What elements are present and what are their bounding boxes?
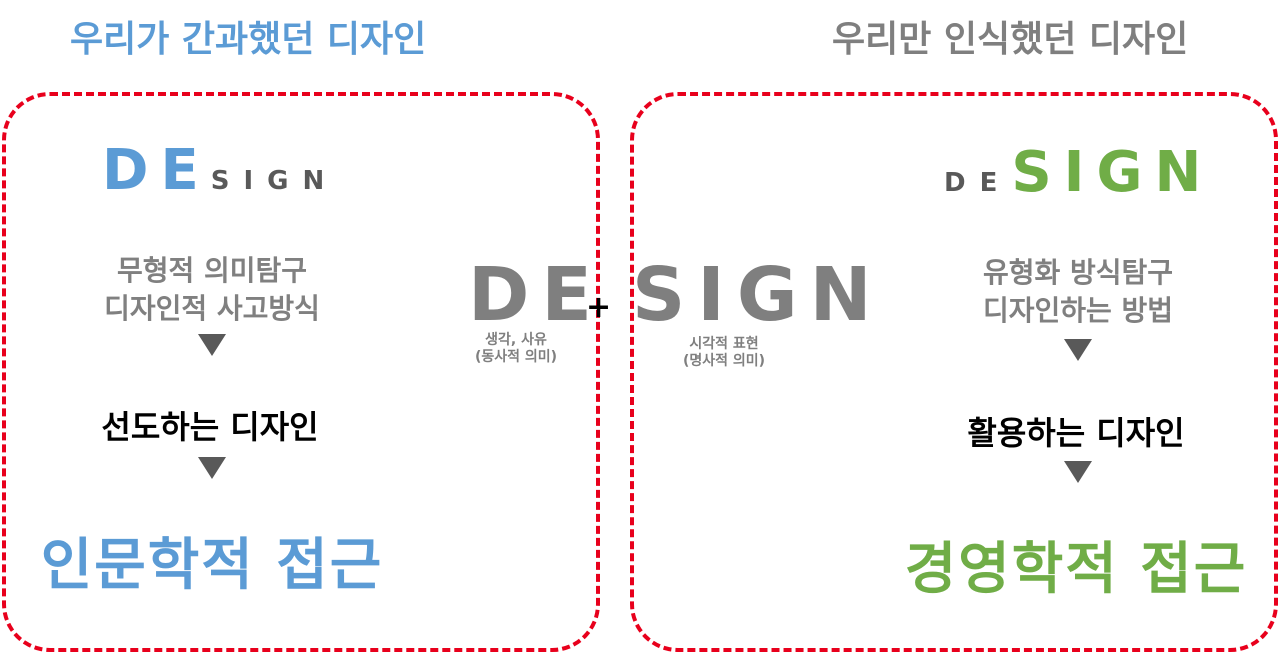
down-arrow-icon (198, 334, 226, 356)
down-arrow-icon (198, 457, 226, 479)
sign-caption: 시각적 표현 (명사적 의미) (683, 336, 765, 370)
right-approach: 경영학적 접근 (904, 537, 1248, 602)
de-caption-line2: (동사적 의미) (474, 349, 558, 365)
sign-caption-line1: 시각적 표현 (689, 336, 759, 352)
left-heading: 우리가 간과했던 디자인 (70, 19, 427, 60)
left-desc-line2: 디자인적 사고방식 (104, 292, 320, 325)
right-logo-sign: SIGN (1011, 140, 1214, 205)
right-mid-label: 활용하는 디자인 (967, 414, 1185, 452)
right-desc-line2: 디자인하는 방법 (982, 294, 1174, 327)
right-heading: 우리만 인식했던 디자인 (832, 19, 1189, 60)
right-description: 유형화 방식탐구 디자인하는 방법 (983, 254, 1173, 330)
de-caption-line1: 생각, 사유 (485, 332, 547, 348)
center-sign: SIGN (632, 252, 884, 338)
right-logo-de: DE (944, 168, 1012, 198)
left-logo-sign: SIGN (210, 166, 339, 196)
sign-caption-line2: (명사적 의미) (682, 353, 766, 369)
left-desc-line1: 무형적 의미탐구 (116, 254, 308, 287)
right-desc-line1: 유형화 방식탐구 (982, 256, 1174, 289)
left-logo-de: DE (102, 138, 211, 203)
left-description: 무형적 의미탐구 디자인적 사고방식 (104, 252, 320, 328)
plus-icon: + (586, 290, 612, 325)
down-arrow-icon (1064, 339, 1092, 361)
left-design-logo: DE SIGN (102, 138, 338, 203)
left-approach: 인문학적 접근 (40, 533, 384, 598)
de-caption: 생각, 사유 (동사적 의미) (475, 332, 557, 366)
left-mid-label: 선도하는 디자인 (101, 408, 319, 446)
center-de: DE (468, 252, 604, 338)
right-design-logo: DE SIGN (944, 140, 1213, 205)
down-arrow-icon (1064, 461, 1092, 483)
